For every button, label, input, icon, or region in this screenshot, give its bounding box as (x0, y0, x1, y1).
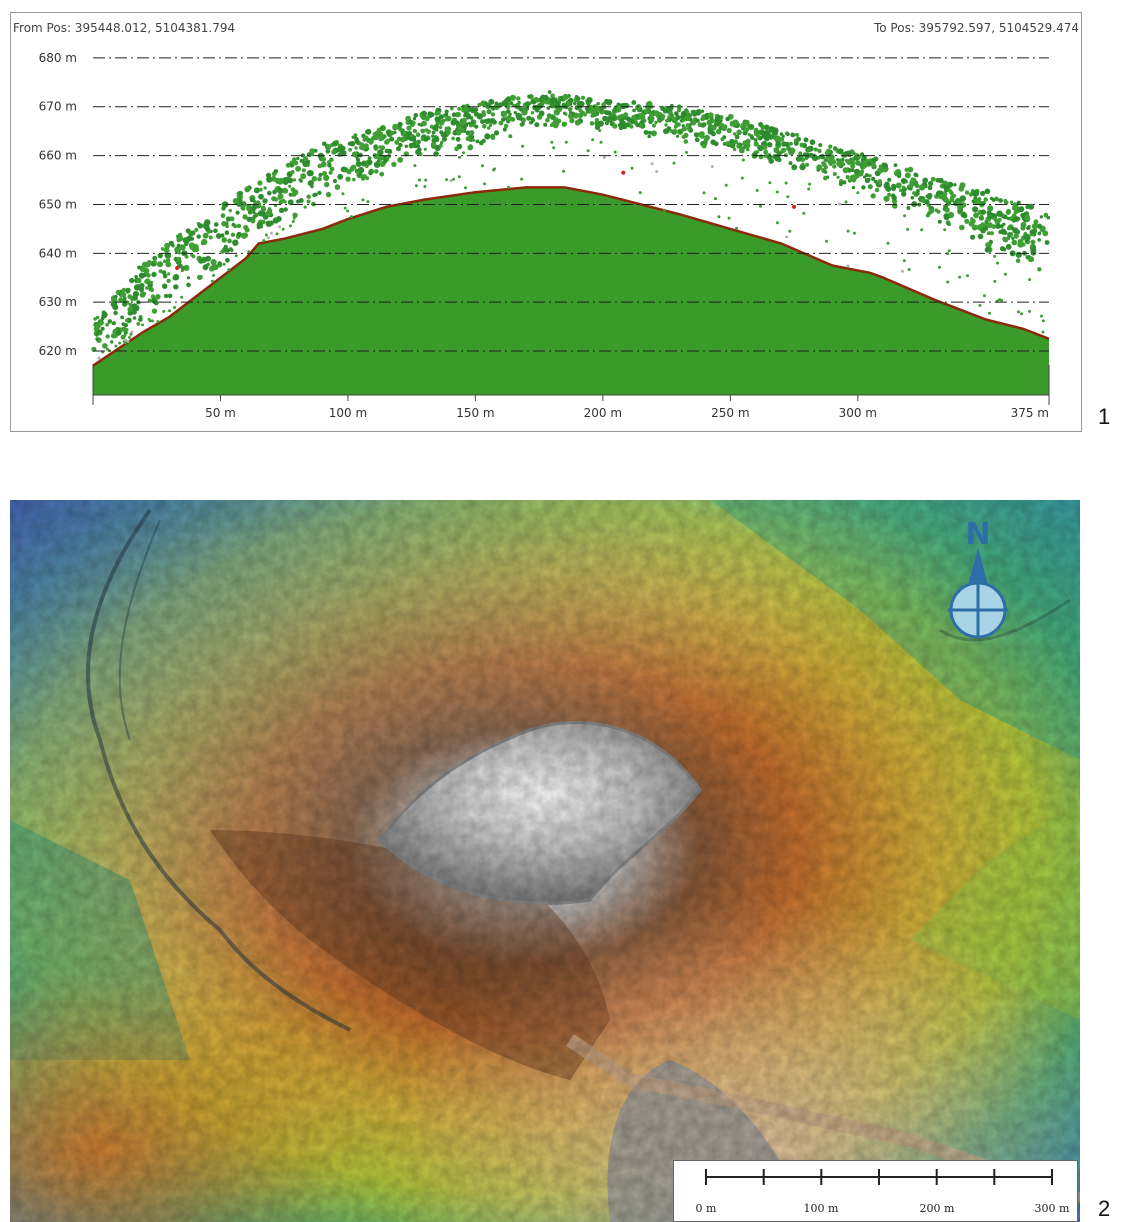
x-tick-label: 150 m (456, 406, 494, 420)
to-position-label: To Pos: 395792.597, 5104529.474 (873, 21, 1079, 35)
x-tick-label: 100 m (329, 406, 367, 420)
elevation-profile-chart: 620 m 630 m 640 m 650 m 660 m 670 m 680 m 50 m 1… (10, 12, 1082, 432)
y-tick-label: 640 m (39, 246, 77, 260)
scale-label-200: 200 m (919, 1202, 955, 1215)
x-tick-label: 250 m (711, 406, 749, 420)
figure-number-2: 2 (1098, 1196, 1111, 1221)
scale-label-100: 100 m (803, 1202, 839, 1215)
outlier-point (175, 265, 180, 270)
outlier-point (792, 204, 797, 209)
y-tick-label: 670 m (39, 100, 77, 114)
outlier-point (621, 170, 626, 175)
north-label: N (965, 517, 990, 552)
x-tick-label: 375 m (1011, 406, 1049, 420)
y-tick-label: 650 m (39, 197, 77, 211)
scale-label-0: 0 m (695, 1202, 717, 1215)
y-tick-label: 680 m (39, 51, 77, 65)
y-tick-label: 620 m (39, 344, 77, 358)
y-tick-label: 660 m (39, 149, 77, 163)
map-scale-bar: 0 m 100 m 200 m 300 m (673, 1160, 1078, 1222)
x-tick-label: 50 m (205, 406, 236, 420)
scale-label-300: 300 m (1034, 1202, 1070, 1215)
y-tick-label: 630 m (39, 295, 77, 309)
figure-number-1: 1 (1098, 404, 1111, 429)
north-arrow: N (940, 510, 1020, 640)
relief-map-image (10, 500, 1080, 1222)
ground-line (92, 186, 1050, 367)
canopy-point-cloud (91, 90, 1051, 360)
shaded-relief-map: N 0 m 100 m 200 m 300 m (10, 500, 1080, 1222)
terrain-area (93, 187, 1049, 395)
profile-plot: 620 m 630 m 640 m 650 m 660 m 670 m 680 m 50 m 1… (39, 51, 1051, 420)
from-position-label: From Pos: 395448.012, 5104381.794 (13, 21, 236, 35)
x-tick-label: 200 m (584, 406, 622, 420)
x-tick-label: 300 m (839, 406, 877, 420)
